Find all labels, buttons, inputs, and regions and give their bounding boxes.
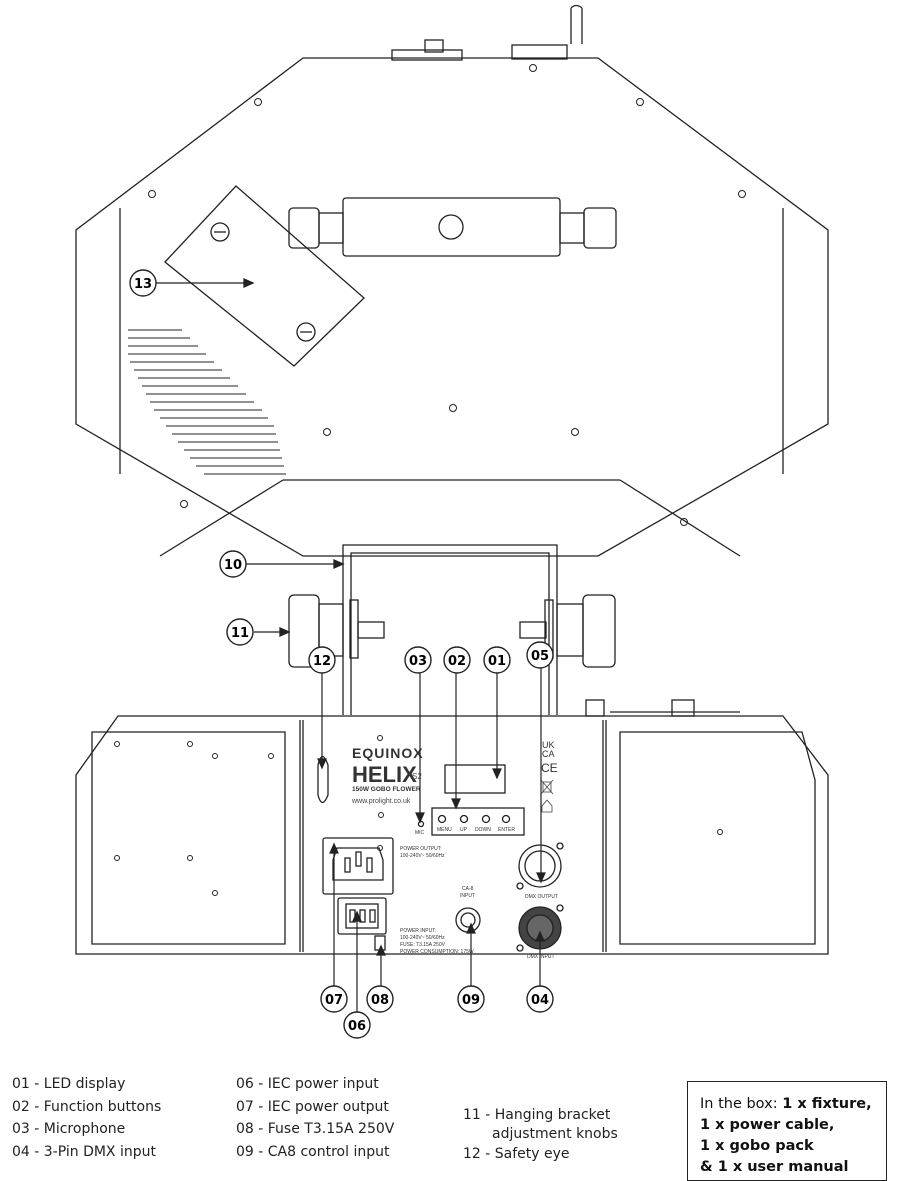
legend-item: 07 - IEC power output xyxy=(236,1098,389,1115)
in-the-box-line-4: & 1 x user manual xyxy=(700,1157,886,1178)
svg-text:02: 02 xyxy=(448,654,466,669)
bracket-arrows xyxy=(246,558,345,638)
power-output-label: POWER OUTPUT: xyxy=(400,846,442,852)
callout-04: 04 xyxy=(526,985,554,1013)
brand-logo: EQUINOX xyxy=(352,745,424,761)
dmx-output-label: DMX OUTPUT xyxy=(525,894,558,900)
legend-column-2: 06 - IEC power input 07 - IEC power outp… xyxy=(236,1073,394,1163)
in-the-box-line-3: 1 x gobo pack xyxy=(700,1136,886,1157)
button-label-menu: MENU xyxy=(437,827,452,833)
callout-02: 02 xyxy=(443,646,471,674)
legend-item: 08 - Fuse T3.15A 250V xyxy=(236,1121,395,1137)
leader-lines xyxy=(317,668,546,1013)
power-input-line-3: FUSE: T3.15A 250V xyxy=(400,942,446,948)
button-label-enter: ENTER xyxy=(498,827,515,833)
iec-power-input xyxy=(337,897,387,935)
fixture-body-outline xyxy=(75,57,829,557)
legend-column-3: 11 - Hanging bracket adjustment knobs 12… xyxy=(463,1104,618,1165)
led-display xyxy=(444,764,506,794)
callout-03: 03 xyxy=(404,646,432,674)
callout-07: 07 xyxy=(320,985,348,1013)
svg-text:08: 08 xyxy=(371,993,389,1008)
legend-item: 12 - Safety eye xyxy=(463,1145,570,1162)
in-the-box-item: 1 x power cable, xyxy=(700,1117,835,1133)
fixture-top-view xyxy=(75,4,829,557)
back-panel xyxy=(75,699,829,955)
callout-09: 09 xyxy=(457,985,485,1013)
legend-item: 09 - CA8 control input xyxy=(236,1143,390,1160)
website-url: www.prolight.co.uk xyxy=(351,798,411,805)
ca8-label-2: INPUT xyxy=(460,893,475,899)
vent-grille xyxy=(128,329,286,475)
callout-06: 06 xyxy=(343,1011,371,1039)
svg-text:13: 13 xyxy=(134,277,152,292)
legend-item: 02 - Function buttons xyxy=(12,1098,162,1115)
legend-item: 01 - LED display xyxy=(12,1076,126,1092)
bracket-bar xyxy=(342,197,561,257)
svg-text:07: 07 xyxy=(325,993,343,1008)
power-output-value: 100-240V~ 50/60Hz xyxy=(400,853,445,859)
in-the-box-item: 1 x gobo pack xyxy=(700,1138,814,1154)
legend-item: 11 - Hanging bracket xyxy=(463,1107,611,1123)
cert-uk: UK xyxy=(542,740,555,750)
fixture-top-view-arrow xyxy=(156,277,255,289)
callout-01: 01 xyxy=(483,646,511,674)
mic-label: MIC xyxy=(415,830,425,836)
model-logo: HELIX xyxy=(352,762,417,787)
svg-text:06: 06 xyxy=(348,1019,366,1034)
ca8-input xyxy=(455,907,481,933)
in-the-box-prefix: In the box: xyxy=(700,1096,783,1112)
svg-text:10: 10 xyxy=(224,558,242,573)
callout-13: 13 xyxy=(129,269,157,297)
model-suffix: S2 xyxy=(412,772,422,781)
svg-text:01: 01 xyxy=(488,654,506,669)
button-label-up: UP xyxy=(460,827,468,833)
in-the-box-item: 1 x fixture, xyxy=(782,1096,872,1112)
in-the-box-item: & 1 x user manual xyxy=(700,1159,849,1175)
legend-item: 04 - 3-Pin DMX input xyxy=(12,1143,156,1160)
cert-ca: CA xyxy=(542,749,555,759)
power-input-line-4: POWER CONSUMPTION: 175W xyxy=(400,949,474,955)
legend-item: 06 - IEC power input xyxy=(236,1076,379,1092)
svg-text:11: 11 xyxy=(231,626,249,641)
power-input-line-1: POWER INPUT: xyxy=(400,928,436,934)
legend-item: 03 - Microphone xyxy=(12,1121,126,1137)
callout-12: 12 xyxy=(308,646,336,674)
svg-text:12: 12 xyxy=(313,654,331,669)
callout-05: 05 xyxy=(526,641,554,669)
in-the-box-line-1: In the box: 1 x fixture, xyxy=(700,1094,886,1115)
cert-ce: CE xyxy=(541,761,558,775)
button-group xyxy=(431,807,525,836)
button-label-down: DOWN xyxy=(475,827,491,833)
svg-text:05: 05 xyxy=(531,649,549,664)
svg-text:04: 04 xyxy=(531,993,549,1008)
power-input-line-2: 100-240V~ 50/60Hz xyxy=(400,935,445,941)
ca8-label-1: CA-8 xyxy=(462,886,474,892)
hanging-bracket xyxy=(288,544,616,715)
weee-bin-icon xyxy=(540,779,554,795)
dmx-input-label: DMX INPUT xyxy=(527,954,555,960)
in-the-box-panel: In the box: 1 x fixture, 1 x power cable… xyxy=(687,1081,887,1181)
back-panel-outline xyxy=(75,715,829,955)
iec-power-output xyxy=(322,837,394,895)
indoor-use-icon xyxy=(541,799,553,813)
legend-item-continued: adjustment knobs xyxy=(492,1125,618,1142)
callout-08: 08 xyxy=(366,985,394,1013)
svg-text:09: 09 xyxy=(462,993,480,1008)
svg-text:03: 03 xyxy=(409,654,427,669)
callout-11: 11 xyxy=(226,618,254,646)
dmx-output xyxy=(518,844,562,888)
in-the-box-line-2: 1 x power cable, xyxy=(700,1115,886,1136)
safety-eye xyxy=(317,755,329,804)
gobo-cover-plate xyxy=(164,185,365,367)
legend-column-1: 01 - LED display 02 - Function buttons 0… xyxy=(12,1073,161,1163)
model-subtitle: 150W GOBO FLOWER xyxy=(352,786,421,793)
panel-labels: EQUINOX HELIX S2 150W GOBO FLOWER www.pr… xyxy=(351,740,558,960)
callout-10: 10 xyxy=(219,550,247,578)
